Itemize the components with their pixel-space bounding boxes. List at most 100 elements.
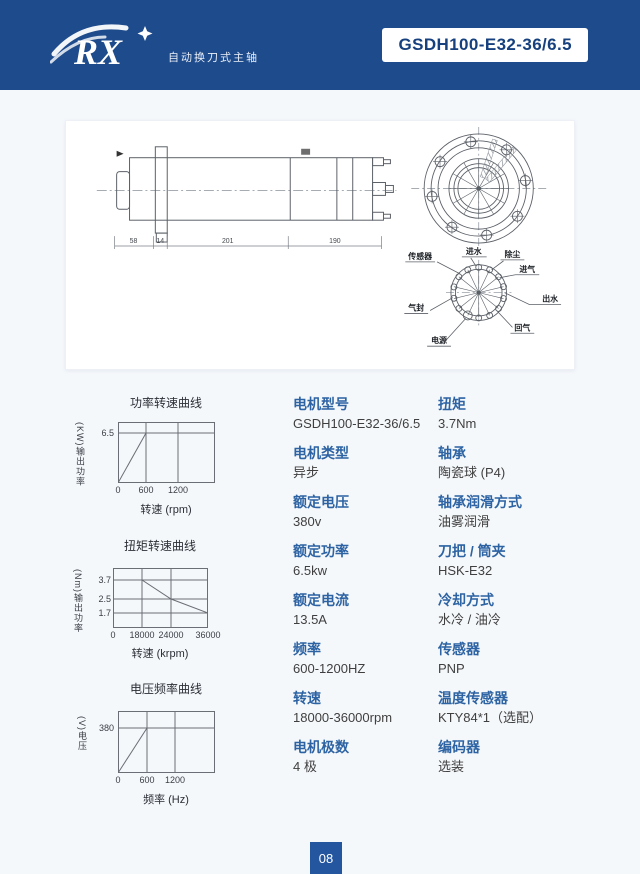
spec-label: 频率 [293, 641, 321, 657]
plot-area [118, 422, 215, 483]
spec-item: 转速 18000-36000rpm [293, 690, 438, 726]
spec-label: 轴承润滑方式 [438, 494, 522, 510]
spec-value: 4 极 [293, 759, 317, 774]
chart-torque-speed: 扭矩转速曲线 (Nm)输出功率 3.7 2.5 1.7 0 18000 2400… [60, 531, 285, 664]
port-label: 回气 [514, 322, 530, 332]
spec-label: 电机型号 [293, 396, 349, 412]
spec-item: 冷却方式水冷 / 油冷 [438, 592, 628, 628]
dimension-lines [114, 236, 382, 249]
spec-item: 频率 600-1200HZ [293, 641, 438, 677]
header: RX 自动换刀式主轴 GSDH100-E32-36/6.5 [0, 0, 640, 90]
spec-label: 转速 [293, 690, 321, 706]
brand-logo: RX 自动换刀式主轴 [50, 18, 259, 72]
x-axis-label: 转速 (rpm) [140, 504, 192, 516]
port-label: 进气 [519, 264, 535, 274]
spec-item: 额定功率 6.5kw [293, 543, 438, 579]
spec-label: 编码器 [438, 739, 480, 755]
bolt-holes [425, 134, 533, 243]
spec-label: 传感器 [438, 641, 480, 657]
spindle-side-view [96, 146, 397, 243]
technical-drawing: 58 14 201 190 [96, 126, 562, 347]
logo-text: RX [73, 32, 123, 72]
spec-label: 电机类型 [293, 445, 349, 461]
x-tick: 0 [115, 775, 121, 785]
chart-power-speed: 功率转速曲线 (KW)输出功率 6.5 0 600 1200 转速 (rpm) [60, 388, 285, 520]
y-tick: 380 [98, 723, 114, 733]
dimension-label: 58 [130, 238, 138, 245]
spec-value: 6.5kw [293, 563, 327, 578]
x-axis-label: 转速 (krpm) [131, 648, 189, 660]
direction-arrow-icon [116, 150, 124, 157]
plot-area [113, 568, 208, 628]
spec-item: 额定电压 380v [293, 494, 438, 530]
callout-strip [480, 138, 498, 179]
spec-value: 水冷 / 油冷 [438, 612, 501, 627]
spec-item: 轴承润滑方式油雾润滑 [438, 494, 628, 530]
page-number-badge: 08 [310, 842, 342, 874]
y-axis-label: (KW)输出功率 [75, 422, 85, 487]
model-badge: GSDH100-E32-36/6.5 [382, 28, 588, 62]
port-label: 传感器 [407, 251, 432, 261]
chart-title: 扭矩转速曲线 [123, 539, 196, 553]
spec-item: 电机类型异步 [293, 445, 438, 481]
port-label: 出水 [542, 294, 558, 304]
logo-mark-icon: RX [50, 24, 153, 72]
logo-star-icon [137, 26, 153, 41]
port-holes [450, 263, 507, 322]
tiny-callout-mark [301, 148, 311, 155]
x-tick: 0 [115, 485, 121, 495]
y-tick: 2.5 [98, 594, 111, 604]
spec-label: 额定电流 [293, 592, 349, 608]
y-tick: 6.5 [101, 428, 114, 438]
port-labels: 进水 除尘 进气 出水 回气 电源 气封 传感器 [407, 246, 558, 345]
x-tick: 600 [138, 485, 154, 495]
logo-tagline: 自动换刀式主轴 [168, 52, 259, 64]
plot-area [118, 711, 215, 773]
port-diagram [404, 256, 562, 347]
dimension-label: 14 [156, 238, 164, 245]
y-axis-label: (V)电压 [77, 716, 87, 751]
spec-value: KTY84*1（选配） [438, 710, 543, 725]
spec-label: 刀把 / 筒夹 [438, 543, 506, 559]
spec-label: 温度传感器 [438, 690, 508, 706]
x-tick: 36000 [195, 630, 221, 640]
spec-label: 冷却方式 [438, 592, 494, 608]
spec-value: 异步 [293, 465, 320, 480]
spec-label: 扭矩 [438, 396, 466, 412]
x-tick: 1200 [167, 485, 189, 495]
technical-drawing-panel: 58 14 201 190 [65, 120, 575, 370]
y-tick: 3.7 [98, 575, 111, 585]
spec-value: GSDH100-E32-36/6.5 [293, 416, 421, 431]
dimension-label: 201 [222, 238, 234, 245]
spec-item: 编码器选装 [438, 739, 628, 775]
x-tick: 24000 [158, 630, 184, 640]
spec-label: 电机极数 [293, 739, 349, 755]
x-tick: 600 [139, 775, 155, 785]
spec-list: 电机型号 GSDH100-E32-36/6.5 电机类型异步 额定电压 380v 额… [293, 396, 628, 788]
spec-item: 电机极数 4 极 [293, 739, 438, 775]
x-tick: 1200 [164, 775, 186, 785]
dimension-labels: 58 14 201 190 [130, 238, 341, 245]
spec-item: 轴承陶瓷球 (P4) [438, 445, 628, 481]
chart-title: 电压频率曲线 [129, 682, 202, 696]
chart-title: 功率转速曲线 [129, 396, 202, 410]
port-label: 除尘 [505, 249, 521, 259]
spec-label: 额定功率 [293, 543, 349, 559]
x-tick: 0 [110, 630, 116, 640]
spec-label: 额定电压 [293, 494, 349, 510]
spec-label: 轴承 [438, 445, 466, 461]
port-leader-lines [404, 256, 562, 347]
spec-value: 18000-36000rpm [293, 710, 393, 725]
callout-strip [485, 146, 517, 183]
spec-value: 600-1200HZ [293, 661, 366, 676]
spec-value: HSK-E32 [438, 563, 493, 578]
x-tick: 18000 [129, 630, 155, 640]
port-label: 电源 [431, 335, 447, 345]
spec-value: 380v [293, 514, 322, 529]
spec-value: 13.5A [293, 612, 327, 627]
spec-item: 电机型号 GSDH100-E32-36/6.5 [293, 396, 438, 432]
spec-value: 陶瓷球 (P4) [438, 465, 506, 480]
